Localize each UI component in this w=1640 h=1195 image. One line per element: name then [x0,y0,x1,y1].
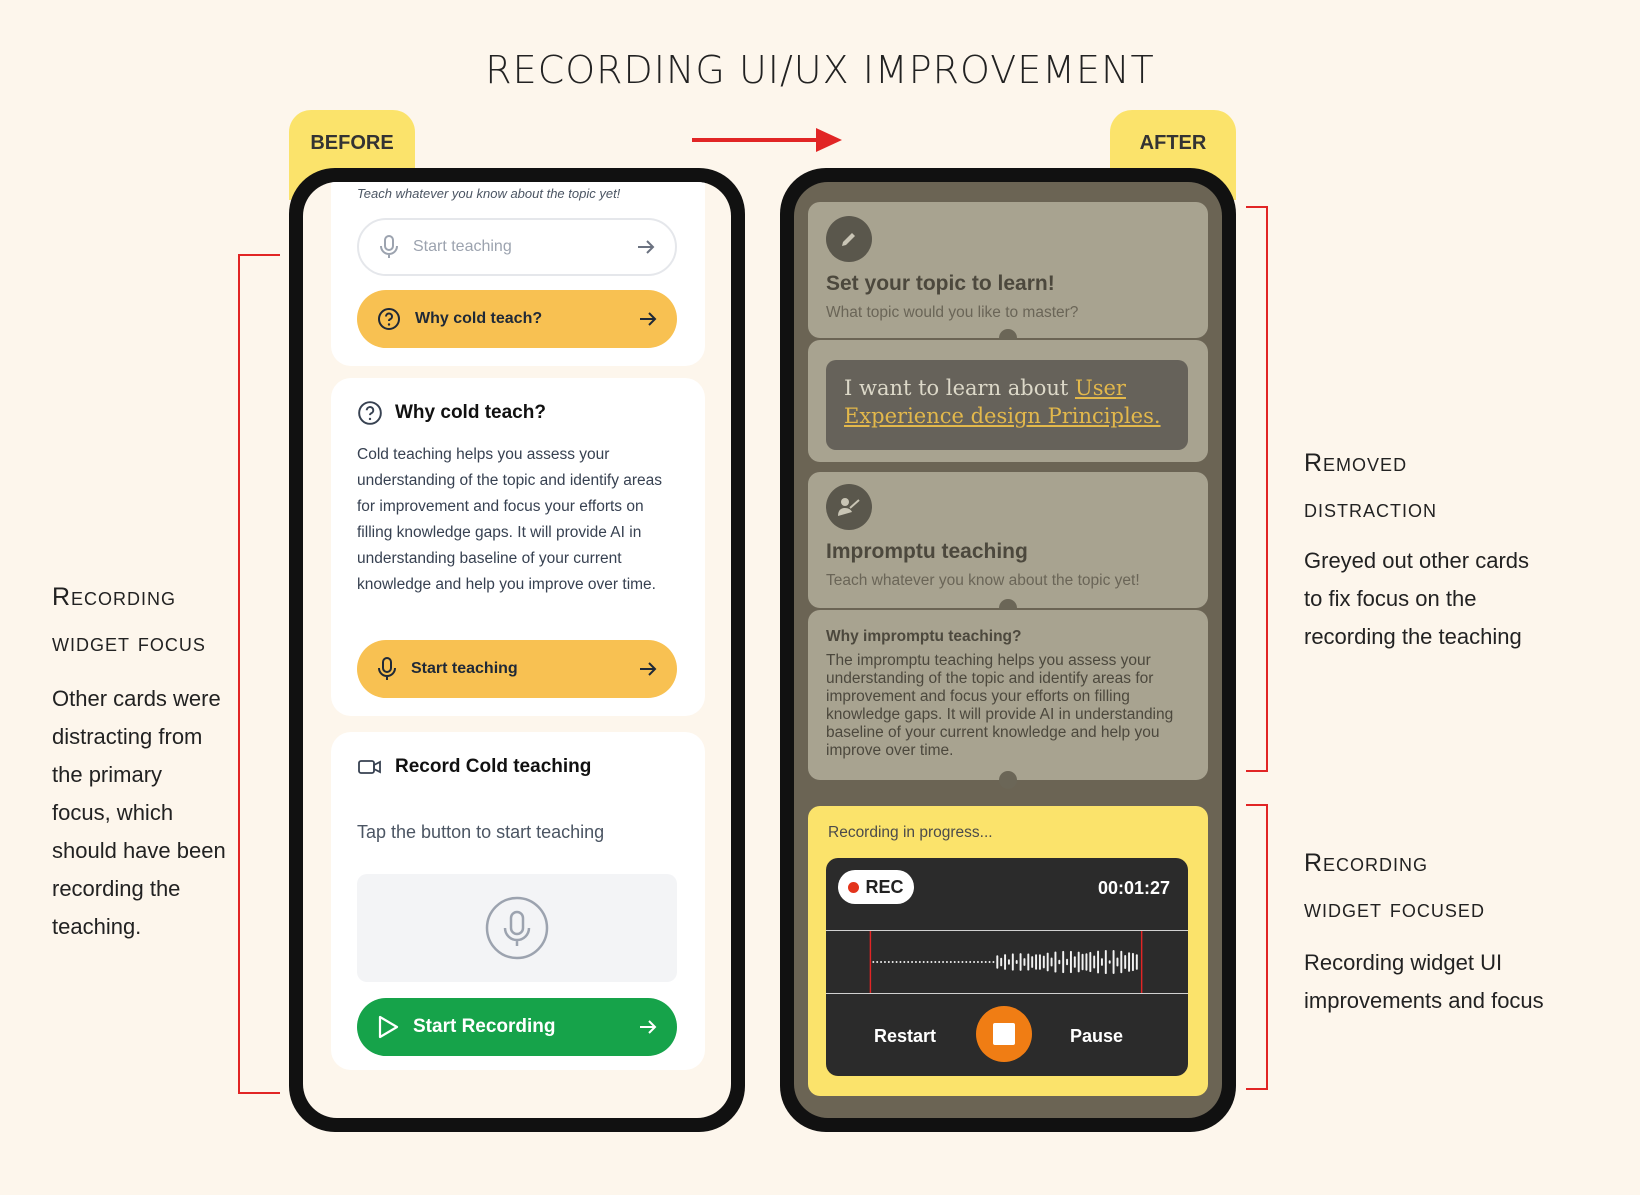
right-top-line: to fix focus on the [1304,586,1477,611]
question-icon [378,308,400,330]
left-note-line: should have been [52,838,226,863]
stop-icon [993,1023,1015,1045]
left-note-line: recording the [52,876,181,901]
left-note-line: teaching. [52,914,142,939]
before-screen: Teach whatever you know about the topic … [303,182,731,1118]
right-top-line: recording the teaching [1304,624,1522,649]
after-phone: Set your topic to learn! What topic woul… [780,168,1236,1132]
why-cold-teach-button[interactable]: Why cold teach? [357,290,677,348]
teacher-icon [826,484,872,530]
left-bracket [238,254,280,1094]
set-topic-title: Set your topic to learn! [826,272,1055,295]
before-phone: Teach whatever you know about the topic … [289,168,745,1132]
rec-badge: REC [838,870,914,904]
right-top-bracket [1246,206,1268,772]
start-teaching-label: Start teaching [411,660,518,677]
right-bottom-heading-2: widget focused [1304,895,1485,923]
rec-label: REC [865,876,904,897]
arrow-right-icon [638,240,655,254]
why-cold-teach-card: Why cold teach? Cold teaching helps you … [331,378,705,716]
start-recording-label: Start Recording [413,1016,556,1037]
recording-timer: 00:01:27 [1097,878,1170,898]
why-impromptu-title: Why impromptu teaching? [826,628,1022,645]
learn-prefix: I want to learn about [844,376,1076,400]
left-note-line: distracting from [52,724,203,749]
right-bottom-line: improvements and focus [1304,988,1544,1013]
arrow-right-icon [640,312,657,326]
learn-topic-highlight: User Experience design Principles. [844,376,1161,428]
recording-status: Recording in progress... [828,824,993,841]
pause-button[interactable]: Pause [1070,1026,1124,1046]
impromptu-title: Impromptu teaching [826,540,1028,563]
pencil-icon [826,216,872,262]
left-note-line: focus, which [52,800,174,825]
start-teaching-placeholder: Start teaching [413,238,512,255]
impromptu-subtitle: Teach whatever you know about the topic … [826,572,1140,589]
video-camera-icon [358,760,381,774]
learn-topic-card: I want to learn about User Experience de… [808,340,1208,462]
why-cold-teach-label: Why cold teach? [415,310,543,327]
left-note-heading-1: Recording [52,583,177,611]
mic-icon [485,896,549,960]
page-title: RECORDING UI/UX IMPROVEMENT [485,48,1155,92]
connector-dot [999,771,1017,789]
right-bottom-line: Recording widget UI [1304,950,1503,975]
right-top-body: Greyed out other cards to fix focus on t… [1304,542,1529,656]
why-impromptu-card: Why impromptu teaching? The impromptu te… [808,610,1208,780]
why-card-body: Cold teaching helps you assess your unde… [357,446,663,593]
mic-icon [380,235,398,258]
restart-button[interactable]: Restart [874,1026,937,1046]
why-card-header: Why cold teach? [357,400,546,426]
why-impromptu-body: The impromptu teaching helps you assess … [826,652,1174,759]
cropped-subtitle: Teach whatever you know about the topic … [357,186,621,201]
left-note-heading-2: widget focus [52,629,206,657]
record-card-subtitle: Tap the button to start teaching [357,822,605,842]
learn-topic-input[interactable]: I want to learn about User Experience de… [826,360,1188,450]
left-note-line: the primary [52,762,163,787]
arrow-right-icon [640,662,657,676]
set-topic-subtitle: What topic would you like to master? [826,304,1079,321]
left-note-line: Other cards were [52,686,221,711]
stop-button[interactable] [976,1006,1032,1062]
start-teaching-input[interactable]: Start teaching [357,218,677,276]
record-card-header: Record Cold teaching [357,754,591,780]
recording-widget: Recording in progress... REC 00:01:27 Re… [808,806,1208,1096]
waveform [826,930,1188,994]
recording-panel: REC 00:01:27 Restart Pause [826,858,1188,1076]
mic-area[interactable] [357,874,677,982]
after-screen: Set your topic to learn! What topic woul… [794,182,1222,1118]
why-card-title: Why cold teach? [395,402,546,423]
arrow-right-icon [640,1020,657,1034]
right-top-heading-2: distraction [1304,495,1438,523]
start-recording-button[interactable]: Start Recording [357,998,677,1056]
left-note-body: Other cards were distracting from the pr… [52,680,226,946]
set-topic-card: Set your topic to learn! What topic woul… [808,202,1208,338]
topic-card: Teach whatever you know about the topic … [331,182,705,366]
play-icon [378,1015,399,1039]
mic-icon [378,657,396,680]
question-icon [358,401,382,425]
record-cold-teaching-card: Record Cold teaching Tap the button to s… [331,732,705,1070]
right-bottom-bracket [1246,804,1268,1090]
start-teaching-button[interactable]: Start teaching [357,640,677,698]
right-bottom-body: Recording widget UI improvements and foc… [1304,944,1544,1020]
record-dot-icon [848,881,860,893]
impromptu-card: Impromptu teaching Teach whatever you kn… [808,472,1208,608]
arrow-right-icon [692,128,842,152]
right-bottom-heading-1: Recording [1304,849,1429,877]
right-top-line: Greyed out other cards [1304,548,1530,573]
right-top-heading-1: Removed [1304,449,1408,477]
record-card-title: Record Cold teaching [395,756,592,777]
